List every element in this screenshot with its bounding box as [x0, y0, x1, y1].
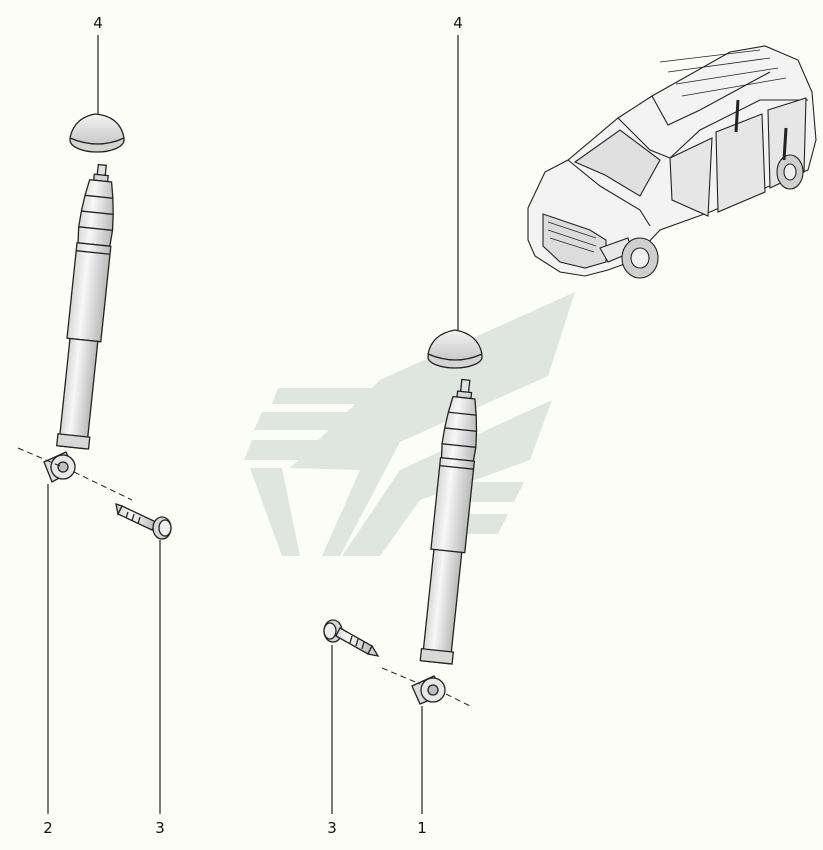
- watermark-logo: [244, 292, 575, 556]
- left-shock-eye: [43, 451, 76, 483]
- right-shock-absorber: [419, 378, 478, 665]
- right-rubber-cap: [427, 329, 483, 369]
- left-rubber-cap: [69, 113, 125, 153]
- right-mounting-bolt: [323, 619, 380, 657]
- left-mounting-bolt: [115, 503, 172, 540]
- callout-left-bolt: 3: [155, 819, 165, 837]
- van-illustration: [527, 45, 817, 279]
- callout-right-cap: 4: [453, 14, 463, 32]
- callout-right-shock: 1: [417, 819, 427, 837]
- left-shock-absorber: [55, 163, 114, 450]
- callout-right-bolt: 3: [327, 819, 337, 837]
- callout-left-shock: 2: [43, 819, 53, 837]
- right-shock-eye: [411, 675, 446, 705]
- callout-left-cap: 4: [93, 14, 103, 32]
